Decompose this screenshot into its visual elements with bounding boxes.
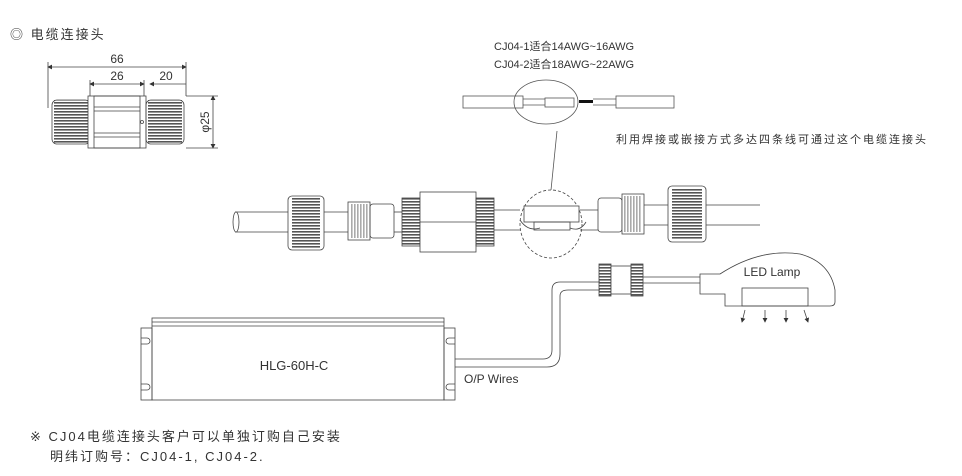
driver-label: HLG-60H-C xyxy=(260,358,329,373)
wire-spec-cj04-2: CJ04-2适合18AWG~22AWG xyxy=(494,57,634,71)
dimension-right-length: 20 xyxy=(159,69,173,83)
connector-dimension-drawing xyxy=(47,62,218,149)
connection-note: 利用焊接或嵌接方式多达四条线可通过这个电缆连接头 xyxy=(616,132,928,146)
exploded-connector-view xyxy=(232,185,760,259)
lamp-label: LED Lamp xyxy=(744,265,801,279)
dimension-overall-length: 66 xyxy=(110,52,124,66)
led-lamp xyxy=(699,252,836,323)
output-wires-label: O/P Wires xyxy=(464,372,518,386)
dimension-left-length: 26 xyxy=(110,69,124,83)
output-wires xyxy=(455,263,700,368)
section-title: ◎ 电缆连接头 xyxy=(10,27,106,42)
driver-box xyxy=(140,317,456,401)
splice-detail xyxy=(462,79,675,191)
footer-note-line1: ※ CJ04电缆连接头客户可以单独订购自己安装 xyxy=(30,429,342,444)
footer-note-line2: 明纬订购号：CJ04-1, CJ04-2. xyxy=(50,449,265,464)
dimension-diameter: φ25 xyxy=(198,111,212,132)
wire-spec-cj04-1: CJ04-1适合14AWG~16AWG xyxy=(494,39,634,53)
